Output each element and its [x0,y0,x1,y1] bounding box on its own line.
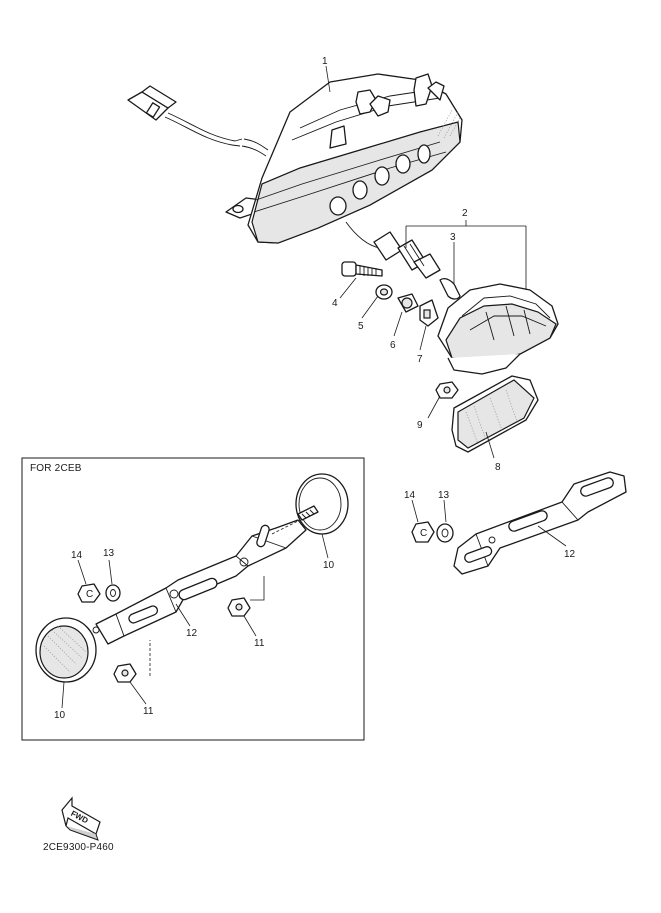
fwd-arrow-icon: FWD [61,796,101,841]
callout-9: 9 [417,420,423,431]
inset-label: FOR 2CEB [30,463,82,474]
screw-4 [341,261,383,277]
wire-connector [127,85,269,157]
callout-13-inset: 13 [103,548,115,559]
reflector-8 [451,375,539,453]
callout-14-inset: 14 [71,550,83,561]
reflector-10-upper [295,473,349,535]
callout-10-upper: 10 [323,560,335,571]
callout-5: 5 [358,321,364,332]
tail-lens-cover [437,283,559,375]
callout-4: 4 [332,298,338,309]
callout-2: 2 [462,208,468,219]
washer-13-inset [105,584,121,602]
callout-8: 8 [495,462,501,473]
nut-11-lower [113,663,137,683]
callout-13-right: 13 [438,490,450,501]
collar-5 [375,284,393,300]
diagram-code: 2CE9300-P460 [43,842,114,853]
callout-10-lower: 10 [54,710,66,721]
callout-7: 7 [417,354,423,365]
license-bracket-right [453,471,627,575]
nut-7 [419,299,439,327]
callout-14-right: 14 [404,490,416,501]
damper-6 [397,293,419,313]
nut-14-inset: C [77,583,101,603]
bulb-socket [373,231,461,300]
callout-12-inset: 12 [186,628,198,639]
svg-text:C: C [420,528,427,539]
reflector-10-lower [35,617,97,683]
tail-light-assembly [127,73,463,249]
washer-13-right [436,523,454,543]
svg-text:C: C [86,589,93,600]
inset-bracket [92,519,307,645]
nut-14-right: C [411,521,435,543]
inset-frame [21,457,365,741]
callout-6: 6 [390,340,396,351]
callout-12-right: 12 [564,549,576,560]
callout-1: 1 [322,56,328,67]
nut-11-upper [227,597,251,617]
nut-9 [435,381,459,399]
leader-lines [61,65,567,709]
callout-labels: 1 2 3 4 5 6 7 8 9 14 13 12 14 13 10 12 1… [54,56,576,721]
callout-3: 3 [450,232,456,243]
callout-11-lower: 11 [143,706,154,717]
callout-11-upper: 11 [254,638,265,649]
